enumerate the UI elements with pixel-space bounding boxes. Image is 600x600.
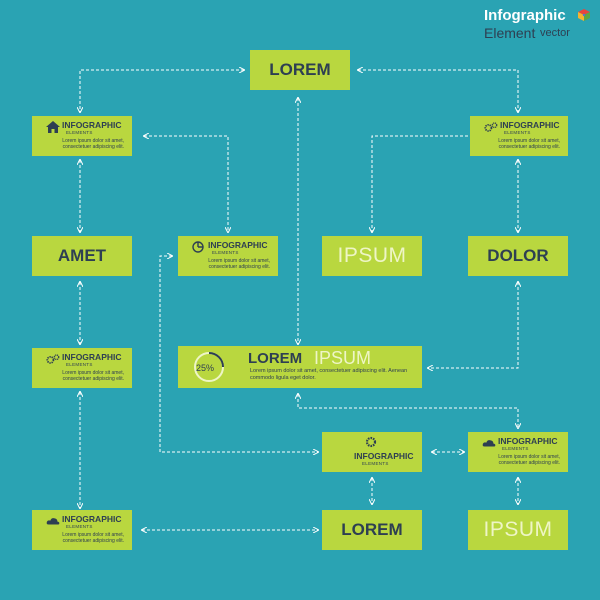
card-title: INFOGRAPHIC <box>62 514 122 524</box>
info-card-gears-left[interactable]: INFOGRAPHIC ELEMENTS Lorem ipsum dolor s… <box>32 348 132 388</box>
wire-lorem-to-gears <box>358 70 518 112</box>
card-title: INFOGRAPHIC <box>500 120 560 130</box>
card-body: Lorem ipsum dolor sit amet, consectetuer… <box>62 138 124 150</box>
wire-gears-to-ipsum <box>372 135 468 232</box>
hub-title-a: LOREM <box>248 350 303 367</box>
card-body: Lorem ipsum dolor sit amet, consectetuer… <box>62 532 124 544</box>
node-amet[interactable]: AMET <box>32 236 132 276</box>
card-subtitle: ELEMENTS <box>66 524 93 529</box>
info-card-gears-top[interactable]: INFOGRAPHIC ELEMENTS Lorem ipsum dolor s… <box>470 116 568 156</box>
card-subtitle: ELEMENTS <box>502 446 529 451</box>
card-body: Lorem ipsum dolor sit amet, consectetuer… <box>498 454 560 466</box>
node-ipsum-bottom[interactable]: IPSUM <box>468 510 568 550</box>
node-label: IPSUM <box>483 518 553 541</box>
hub-title-b: IPSUM <box>314 348 372 368</box>
card-subtitle: ELEMENTS <box>66 362 93 367</box>
card-subtitle: ELEMENTS <box>212 250 239 255</box>
node-label: LOREM <box>341 520 403 539</box>
cloud-icon <box>482 440 496 447</box>
card-title: INFOGRAPHIC <box>62 120 122 130</box>
info-card-home[interactable]: INFOGRAPHIC ELEMENTS Lorem ipsum dolor s… <box>32 116 132 156</box>
progress-ring-icon <box>194 352 224 382</box>
card-title: INFOGRAPHIC <box>62 352 122 362</box>
wire-pie-to-gear <box>159 256 318 452</box>
cube-logo-icon <box>578 9 590 21</box>
card-title: INFOGRAPHIC <box>354 451 414 461</box>
node-hub-lorem-ipsum[interactable]: 25% LOREM IPSUM Lorem ipsum dolor sit am… <box>178 346 422 388</box>
node-label: AMET <box>57 246 107 265</box>
card-subtitle: ELEMENTS <box>66 130 93 135</box>
card-body: Lorem ipsum dolor sit amet, consectetuer… <box>208 258 270 270</box>
wire-home-to-pie <box>144 136 228 232</box>
card-body: Lorem ipsum dolor sit amet, consectetuer… <box>62 370 124 382</box>
card-title: INFOGRAPHIC <box>208 240 268 250</box>
card-body: Lorem ipsum dolor sit amet, consectetuer… <box>498 138 560 150</box>
brand-subtitle: Element <box>484 25 536 41</box>
node-label: LOREM <box>269 60 331 79</box>
progress-percent: 25% <box>196 363 215 373</box>
info-card-cloud-right[interactable]: INFOGRAPHIC ELEMENTS Lorem ipsum dolor s… <box>468 432 568 472</box>
info-card-cloud-left[interactable]: INFOGRAPHIC ELEMENTS Lorem ipsum dolor s… <box>32 510 132 550</box>
node-label: DOLOR <box>487 246 549 265</box>
info-card-pie[interactable]: INFOGRAPHIC ELEMENTS Lorem ipsum dolor s… <box>178 236 278 276</box>
node-lorem-bottom[interactable]: LOREM <box>322 510 422 550</box>
home-icon <box>46 121 60 133</box>
brand-title: Infographic <box>484 7 566 24</box>
wire-lorem-to-home <box>80 70 244 112</box>
gears-icon <box>484 122 498 132</box>
node-ipsum-mid[interactable]: IPSUM <box>322 236 422 276</box>
wire-hub-to-cloud-right <box>298 394 518 428</box>
brand-tag: vector <box>540 27 570 39</box>
wire-dolor-to-hub <box>428 282 518 368</box>
gear-icon <box>365 436 377 448</box>
cloud-icon <box>46 518 60 525</box>
card-subtitle: ELEMENTS <box>504 130 531 135</box>
card-subtitle: ELEMENTS <box>362 461 389 466</box>
node-dolor[interactable]: DOLOR <box>468 236 568 276</box>
node-label: IPSUM <box>337 244 407 267</box>
gears-icon <box>46 354 60 364</box>
info-card-gear-center[interactable]: INFOGRAPHIC ELEMENTS <box>322 432 422 472</box>
hub-body: Lorem ipsum dolor sit amet, consectetuer… <box>250 368 408 381</box>
node-lorem-top[interactable]: LOREM <box>250 50 350 90</box>
card-title: INFOGRAPHIC <box>498 436 558 446</box>
pie-chart-icon <box>192 241 204 253</box>
